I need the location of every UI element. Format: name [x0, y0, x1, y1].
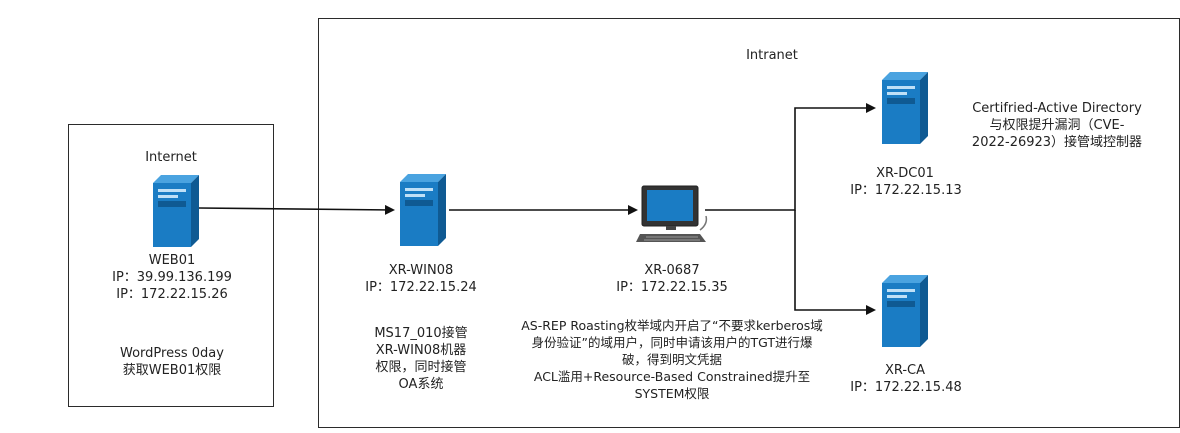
- link-web01-win08: [198, 204, 395, 215]
- win08-note-line-4: OA系统: [398, 377, 444, 392]
- win08-note-line-2: XR-WIN08机器: [375, 343, 467, 358]
- internet-zone-label: Internet: [145, 150, 197, 165]
- link-0687-dc01: [705, 103, 876, 211]
- dc01-server-icon: [882, 72, 928, 144]
- x0687-name: XR-0687: [644, 263, 700, 278]
- web01-ip1: IP：39.99.136.199: [112, 270, 232, 285]
- x0687-note-line-1: AS-REP Roasting枚举域内开启了“不要求kerberos域: [521, 318, 823, 333]
- web01-ip2: IP：172.22.15.26: [116, 287, 228, 302]
- dc01-note-line-3: 2022-26923）接管域控制器: [971, 135, 1143, 150]
- x0687-note-line-3: 破，得到明文凭据: [621, 352, 722, 367]
- win08-note-line-1: MS17_010接管: [374, 326, 468, 341]
- x0687-ip: IP：172.22.15.35: [616, 280, 728, 295]
- link-0687-ca: [794, 210, 876, 315]
- web01-name: WEB01: [148, 253, 196, 268]
- win08-name: XR-WIN08: [388, 263, 454, 278]
- dc01-note-line-2: 与权限提升漏洞（CVE-: [989, 118, 1125, 133]
- win08-ip: IP：172.22.15.24: [365, 280, 477, 295]
- x0687-note-line-4: ACL滥用+Resource-Based Constrained提升至: [533, 369, 811, 384]
- internet-zone: [68, 124, 274, 407]
- web01-note-line-1: WordPress 0day: [120, 346, 224, 361]
- x0687-workstation-icon: [636, 185, 708, 242]
- ca-name: XR-CA: [884, 363, 926, 378]
- web01-server-icon: [153, 175, 199, 247]
- dc01-note-line-1: Certifried-Active Directory: [972, 101, 1142, 116]
- web01-note-line-2: 获取WEB01权限: [122, 363, 222, 378]
- dc01-ip: IP：172.22.15.13: [850, 183, 962, 198]
- intranet-zone-label: Intranet: [746, 48, 798, 63]
- ca-ip: IP：172.22.15.48: [850, 380, 962, 395]
- win08-note-line-3: 权限，同时接管: [375, 360, 467, 375]
- ca-server-icon: [882, 275, 928, 347]
- x0687-note-line-2: 身份验证”的域用户，同时申请该用户的TGT进行爆: [531, 335, 813, 350]
- win08-server-icon: [400, 174, 446, 246]
- x0687-note-line-5: SYSTEM权限: [634, 386, 710, 401]
- dc01-name: XR-DC01: [876, 166, 934, 181]
